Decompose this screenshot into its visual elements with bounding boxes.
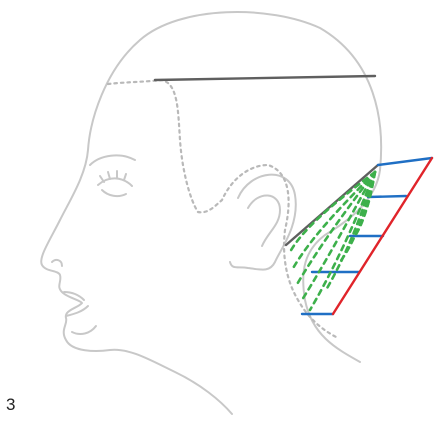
- hairline-dotted: [108, 80, 338, 338]
- ear-outline: [230, 175, 296, 270]
- cutting-guide: [310, 172, 375, 310]
- front-hairline: [108, 80, 338, 338]
- parting-line: [155, 76, 375, 80]
- chin: [72, 326, 96, 334]
- eye-lower-lid: [102, 190, 126, 196]
- nostril: [52, 260, 62, 266]
- head-profile: [41, 12, 381, 414]
- face-outline: [41, 12, 381, 414]
- step-number: 3: [6, 396, 15, 413]
- ear-inner: [248, 195, 280, 246]
- elevation-line: [368, 196, 406, 197]
- elevation-line: [378, 158, 432, 165]
- facial-features: [52, 155, 135, 334]
- eyebrow: [90, 155, 135, 165]
